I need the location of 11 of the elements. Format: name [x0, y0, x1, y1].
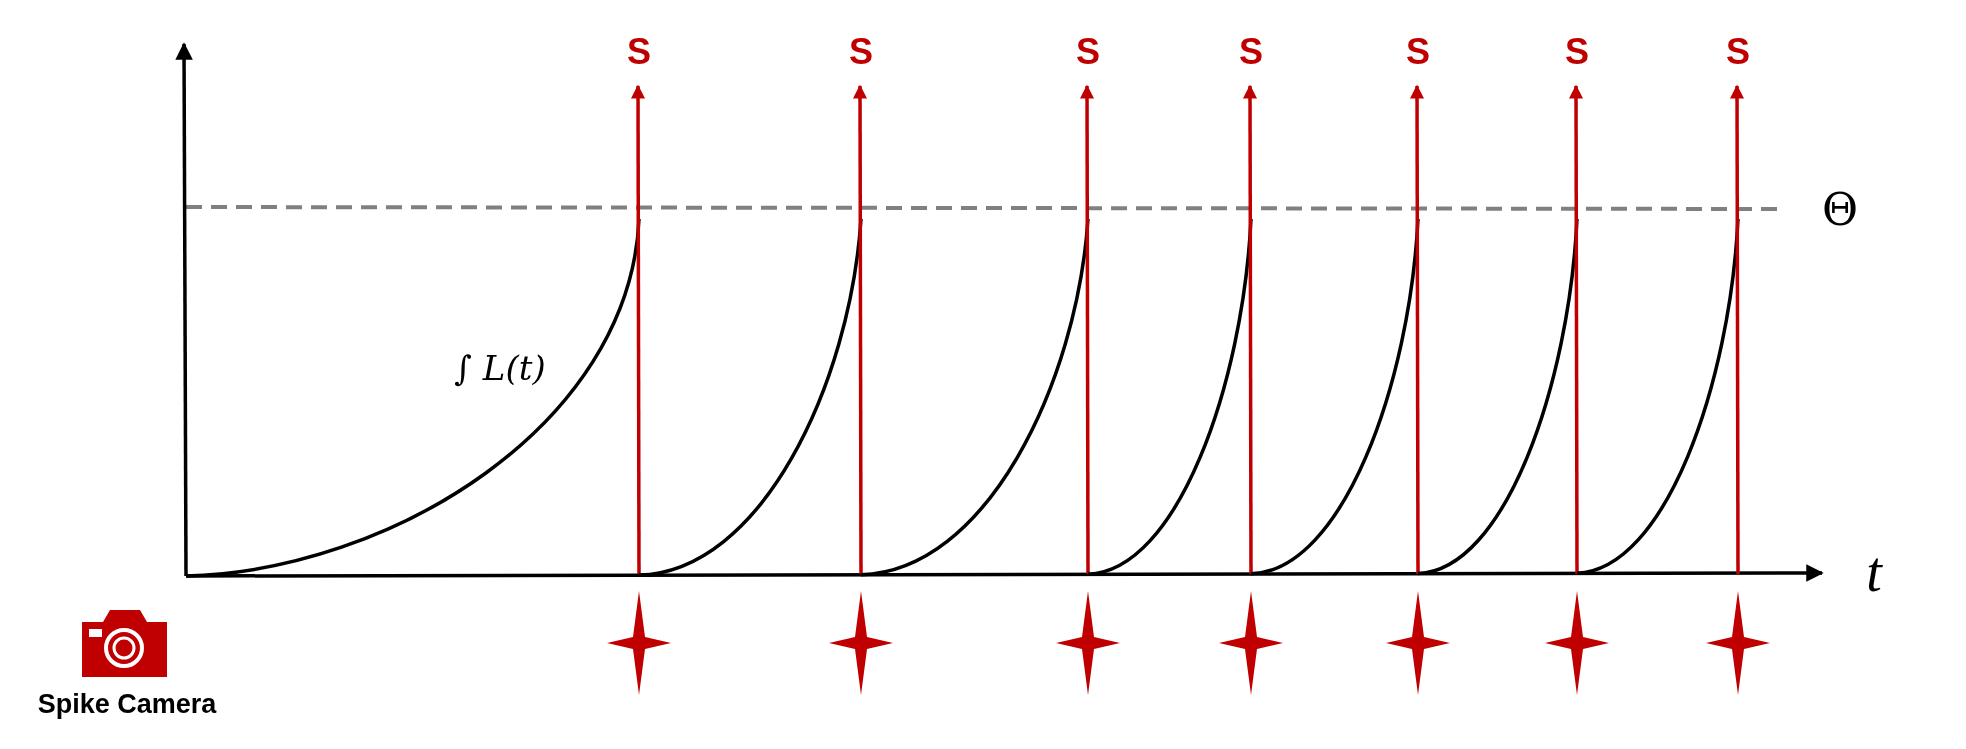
integral-label: ∫ L(t) [454, 351, 546, 385]
spike-label: S [1565, 34, 1589, 70]
spike-label: S [1239, 34, 1263, 70]
axis-label: t [1866, 544, 1882, 600]
spike-label: S [1406, 34, 1430, 70]
threshold-label: Θ [1821, 188, 1859, 232]
spike-label: S [849, 34, 873, 70]
caption-label: Spike Camera [37, 690, 217, 718]
spike-label: S [627, 34, 651, 70]
spike-label: S [1076, 34, 1100, 70]
spike-label: S [1726, 34, 1750, 70]
